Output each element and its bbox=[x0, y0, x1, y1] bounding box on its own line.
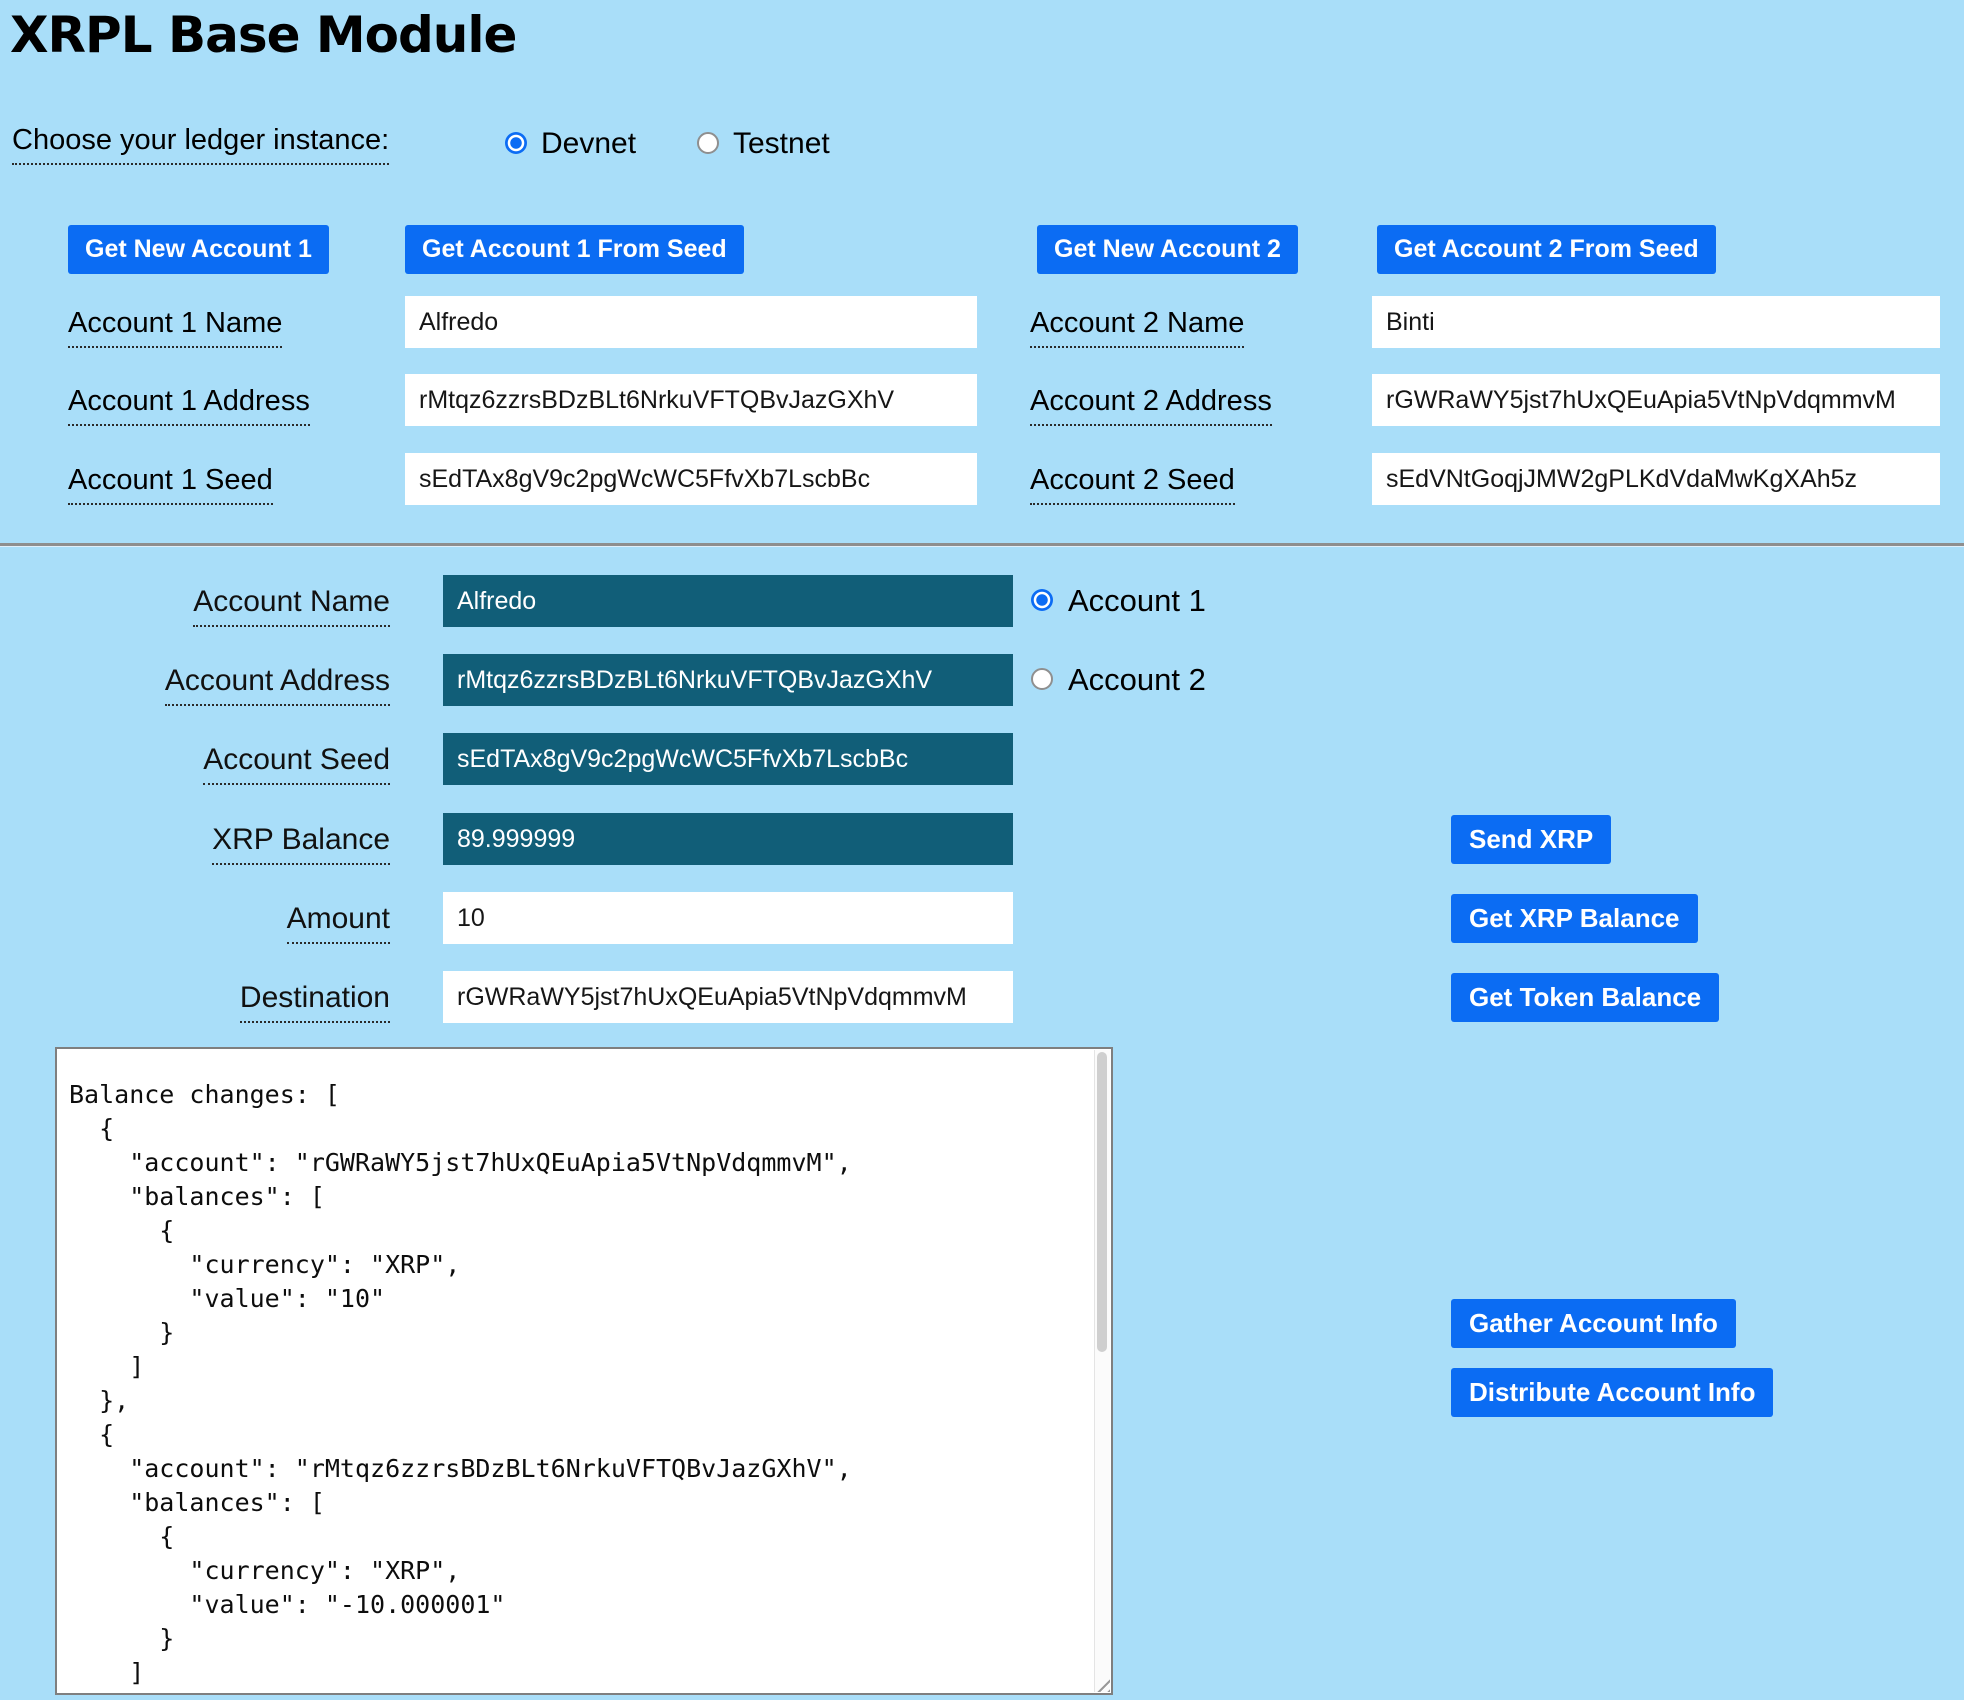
xrp-balance-label: XRP Balance bbox=[80, 823, 390, 865]
account1-seed-input[interactable] bbox=[405, 453, 977, 505]
account1-address-input[interactable] bbox=[405, 374, 977, 426]
account2-address-label: Account 2 Address bbox=[1030, 385, 1272, 426]
account-address-display: rMtqz6zzrsBDzBLt6NrkuVFTQBvJazGXhV bbox=[443, 654, 1013, 706]
devnet-radio-label: Devnet bbox=[541, 127, 637, 160]
send-xrp-button[interactable]: Send XRP bbox=[1451, 815, 1612, 864]
destination-label: Destination bbox=[80, 981, 390, 1023]
account1-name-label: Account 1 Name bbox=[68, 307, 283, 348]
account1-address-label: Account 1 Address bbox=[68, 385, 310, 426]
testnet-radio-label: Testnet bbox=[733, 127, 830, 160]
destination-input[interactable] bbox=[443, 971, 1013, 1023]
account1-seed-label: Account 1 Seed bbox=[68, 464, 273, 505]
account2-seed-label: Account 2 Seed bbox=[1030, 464, 1235, 505]
account-name-label: Account Name bbox=[80, 585, 390, 627]
amount-input[interactable] bbox=[443, 892, 1013, 944]
account2-select-radio[interactable] bbox=[1031, 668, 1053, 690]
get-new-account-2-button[interactable]: Get New Account 2 bbox=[1037, 225, 1298, 274]
results-textarea[interactable]: Balance changes: [ { "account": "rGWRaWY… bbox=[57, 1049, 1111, 1693]
account2-address-input[interactable] bbox=[1372, 374, 1940, 426]
amount-label: Amount bbox=[80, 902, 390, 944]
gather-account-info-button[interactable]: Gather Account Info bbox=[1451, 1299, 1736, 1348]
account1-name-input[interactable] bbox=[405, 296, 977, 348]
ledger-instance-label: Choose your ledger instance: bbox=[12, 124, 390, 165]
account2-name-label: Account 2 Name bbox=[1030, 307, 1245, 348]
get-xrp-balance-button[interactable]: Get XRP Balance bbox=[1451, 894, 1698, 943]
account1-select-radio[interactable] bbox=[1031, 589, 1053, 611]
account-name-display: Alfredo bbox=[443, 575, 1013, 627]
testnet-radio[interactable] bbox=[697, 132, 719, 154]
results-area: Balance changes: [ { "account": "rGWRaWY… bbox=[55, 1047, 1113, 1695]
account-address-label: Account Address bbox=[80, 664, 390, 706]
account-seed-label: Account Seed bbox=[80, 743, 390, 785]
page-title: XRPL Base Module bbox=[10, 6, 517, 64]
get-new-account-1-button[interactable]: Get New Account 1 bbox=[68, 225, 329, 274]
get-account-2-from-seed-button[interactable]: Get Account 2 From Seed bbox=[1377, 225, 1716, 274]
account2-seed-input[interactable] bbox=[1372, 453, 1940, 505]
distribute-account-info-button[interactable]: Distribute Account Info bbox=[1451, 1368, 1774, 1417]
get-token-balance-button[interactable]: Get Token Balance bbox=[1451, 973, 1720, 1022]
xrp-balance-display: 89.999999 bbox=[443, 813, 1013, 865]
account2-select-label: Account 2 bbox=[1068, 662, 1206, 697]
account-seed-display: sEdTAx8gV9c2pgWcWC5FfvXb7LscbBc bbox=[443, 733, 1013, 785]
devnet-radio[interactable] bbox=[505, 132, 527, 154]
account1-select-label: Account 1 bbox=[1068, 583, 1206, 618]
account2-name-input[interactable] bbox=[1372, 296, 1940, 348]
section-divider bbox=[0, 543, 1964, 547]
get-account-1-from-seed-button[interactable]: Get Account 1 From Seed bbox=[405, 225, 744, 274]
